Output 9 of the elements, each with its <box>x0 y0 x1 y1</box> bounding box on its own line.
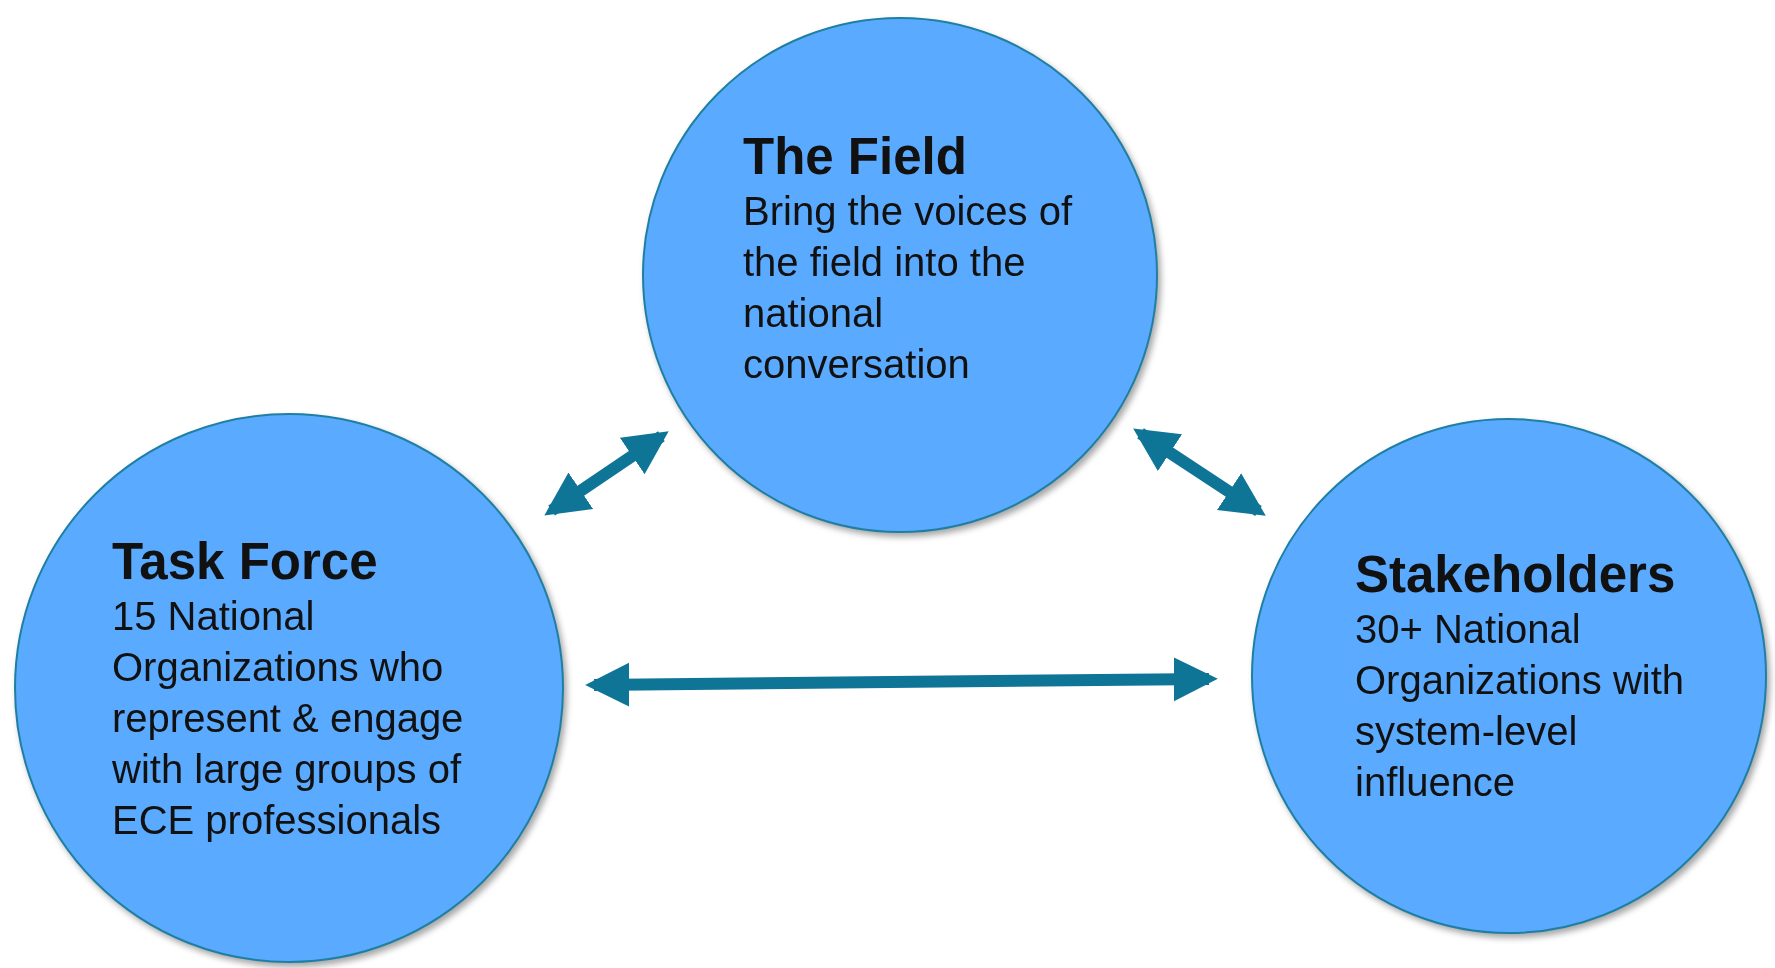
node-description: 15 National Organizations who represent & engage with large groups of ECE professionals <box>112 593 465 844</box>
node-description: 30+ National Organizations with system-level influence <box>1355 606 1686 806</box>
node-heading: The Field <box>743 128 968 186</box>
double-arrow <box>1133 428 1266 517</box>
double-arrow <box>544 431 669 516</box>
node-heading: Stakeholders <box>1355 546 1677 604</box>
double-arrow <box>585 657 1218 707</box>
node-description: Bring the voices of the field into the national conversation <box>743 188 1074 388</box>
node-heading: Task Force <box>112 533 379 591</box>
